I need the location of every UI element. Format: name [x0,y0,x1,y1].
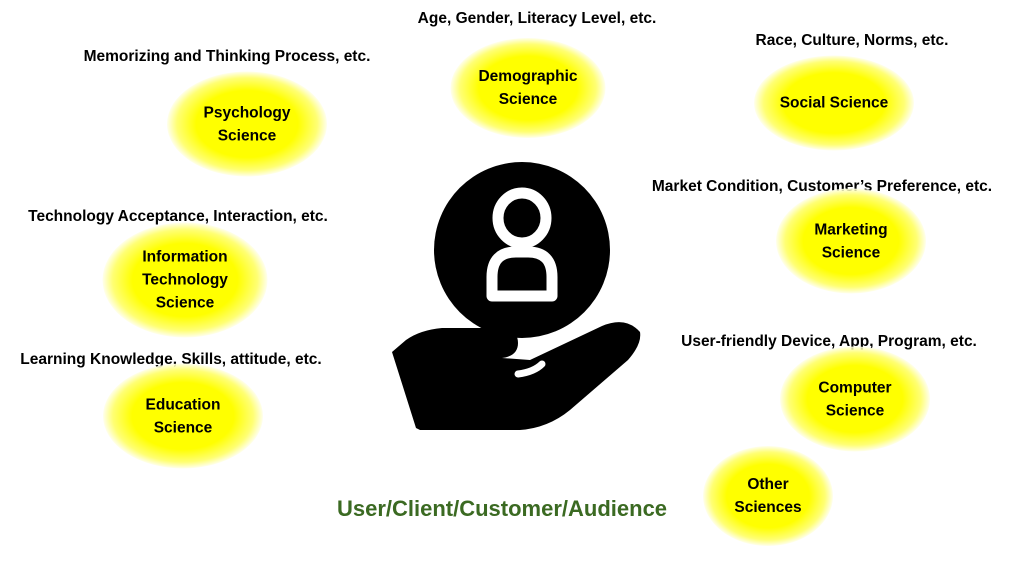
blob-label-computer: Computer Science [818,379,892,419]
caption-it: Technology Acceptance, Interaction, etc. [28,208,328,225]
blob-label-demographic: Demographic Science [478,68,578,108]
blob-demographic: Demographic Science [450,38,606,138]
center-title: User/Client/Customer/Audience [336,496,668,521]
blob-label-psychology: Psychology Science [203,104,291,144]
person-outline-icon [486,187,558,302]
blob-label-it: Information Technology Science [142,248,228,312]
caption-education: Learning Knowledge, Skills, attitude, et… [20,351,322,368]
blob-psychology: Psychology Science [167,71,327,177]
blob-marketing: Marketing Science [776,188,926,294]
caption-psychology: Memorizing and Thinking Process, etc. [83,48,371,65]
blob-social: Social Science [754,55,914,151]
user-in-hand-icon [392,162,641,430]
blob-label-other: Other Sciences [734,476,802,516]
blob-label-marketing: Marketing Science [814,221,888,261]
caption-social: Race, Culture, Norms, etc. [755,32,949,49]
caption-computer: User-friendly Device, App, Program, etc. [681,333,977,350]
blob-computer: Computer Science [780,346,930,452]
blob-label-social: Social Science [779,94,889,112]
hand-crease-icon [514,360,546,378]
caption-marketing: Market Condition, Customer’s Preference,… [651,178,993,195]
blob-it: Information Technology Science [102,222,268,338]
blob-education: Education Science [103,363,263,469]
blob-other: Other Sciences [703,446,833,546]
caption-demographic: Age, Gender, Literacy Level, etc. [417,10,657,27]
blob-label-education: Education Science [145,396,221,436]
